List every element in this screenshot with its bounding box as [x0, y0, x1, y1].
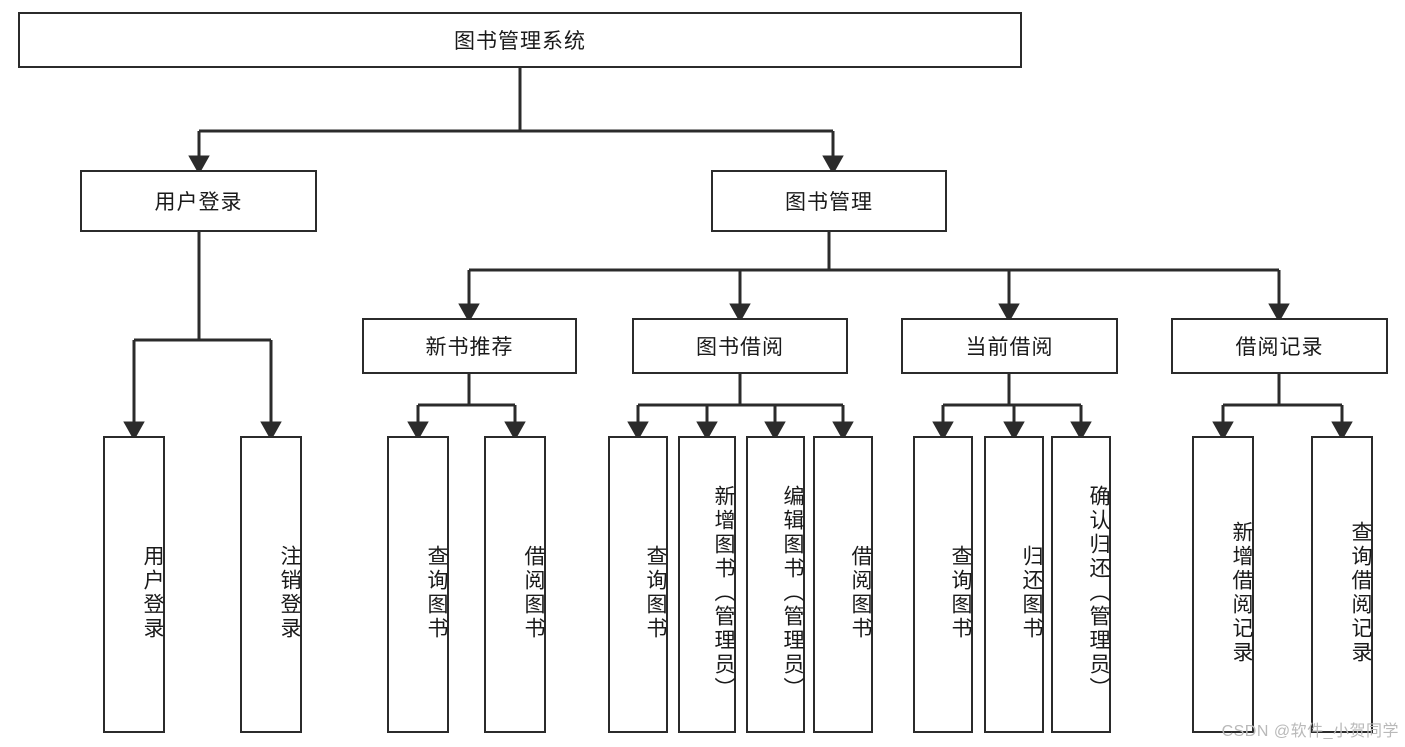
- leaf-query-book-cb-label: 查询图书: [949, 544, 972, 641]
- leaf-edit-book-admin[interactable]: 编辑图书（管理员）: [746, 436, 805, 733]
- leaf-query-borrow-record-label: 查询借阅记录: [1349, 520, 1372, 665]
- node-borrow-record[interactable]: 借阅记录: [1171, 318, 1388, 374]
- node-new-book-recommend-label: 新书推荐: [425, 336, 514, 359]
- node-user-login[interactable]: 用户登录: [80, 170, 317, 232]
- leaf-return-book-label: 归还图书: [1020, 544, 1043, 641]
- leaf-borrow-book-nbr[interactable]: 借阅图书: [484, 436, 546, 733]
- leaf-query-book-bb-label: 查询图书: [644, 544, 667, 641]
- leaf-logout[interactable]: 注销登录: [240, 436, 302, 733]
- leaf-query-book-cb[interactable]: 查询图书: [913, 436, 973, 733]
- leaf-add-borrow-record-label: 新增借阅记录: [1230, 520, 1253, 665]
- leaf-confirm-return-admin[interactable]: 确认归还（管理员）: [1051, 436, 1111, 733]
- leaf-add-book-admin[interactable]: 新增图书（管理员）: [678, 436, 736, 733]
- node-borrow-record-label: 借阅记录: [1235, 336, 1324, 359]
- leaf-borrow-book-nbr-label: 借阅图书: [522, 544, 545, 641]
- node-book-management-label: 图书管理: [785, 191, 873, 214]
- leaf-borrow-book-bb[interactable]: 借阅图书: [813, 436, 873, 733]
- leaf-add-book-admin-label: 新增图书（管理员）: [712, 484, 735, 701]
- leaf-confirm-return-admin-label: 确认归还（管理员）: [1087, 484, 1110, 701]
- leaf-edit-book-admin-label: 编辑图书（管理员）: [781, 484, 804, 701]
- leaf-add-borrow-record[interactable]: 新增借阅记录: [1192, 436, 1254, 733]
- node-book-borrow-label: 图书借阅: [696, 336, 784, 359]
- leaf-query-book-nbr[interactable]: 查询图书: [387, 436, 449, 733]
- node-user-login-label: 用户登录: [154, 191, 243, 214]
- node-current-borrow[interactable]: 当前借阅: [901, 318, 1118, 374]
- leaf-user-login[interactable]: 用户登录: [103, 436, 165, 733]
- leaf-return-book[interactable]: 归还图书: [984, 436, 1044, 733]
- leaf-query-borrow-record[interactable]: 查询借阅记录: [1311, 436, 1373, 733]
- node-root[interactable]: 图书管理系统: [18, 12, 1022, 68]
- leaf-logout-label: 注销登录: [278, 544, 301, 641]
- leaf-query-book-bb[interactable]: 查询图书: [608, 436, 668, 733]
- leaf-query-book-nbr-label: 查询图书: [425, 544, 448, 641]
- node-book-management[interactable]: 图书管理: [711, 170, 947, 232]
- node-current-borrow-label: 当前借阅: [965, 336, 1054, 359]
- node-new-book-recommend[interactable]: 新书推荐: [362, 318, 577, 374]
- node-root-label: 图书管理系统: [454, 30, 586, 53]
- node-book-borrow[interactable]: 图书借阅: [632, 318, 848, 374]
- leaf-borrow-book-bb-label: 借阅图书: [849, 544, 872, 641]
- leaf-user-login-label: 用户登录: [141, 544, 164, 641]
